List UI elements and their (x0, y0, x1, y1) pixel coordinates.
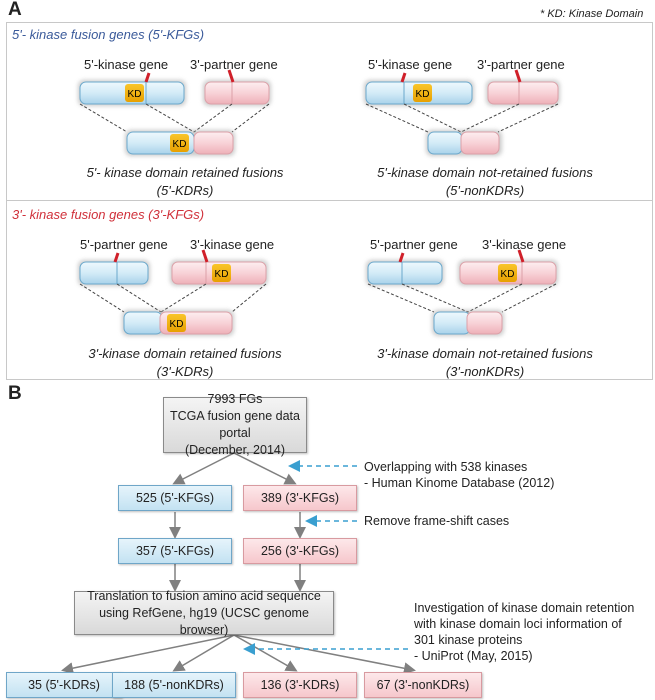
s2-right-fusion-gene (432, 310, 504, 336)
gene-fusion-diagrams: KD KD KD (78, 69, 560, 336)
s1-right-caption-line2: (5'-nonKDRs) (445, 183, 525, 198)
kd-domain-icon (167, 314, 186, 332)
kd-domain-icon (170, 134, 189, 152)
panel-b-letter: B (8, 383, 22, 404)
s1-left-caption-line1: 5'- kinase domain retained fusions (86, 165, 284, 180)
top-box-7993-fgs: 7993 FGs TCGA fusion gene data portal (D… (163, 392, 307, 457)
result-3-kdrs: 136 (3'-KDRs) (243, 672, 357, 698)
kd-domain-icon (498, 264, 517, 282)
s1-left-gene1-label: 5'-kinase gene (84, 57, 169, 72)
kinase-domain-note: * KD: Kinase Domain (540, 8, 644, 20)
s2-right-gene1-label: 5'-partner gene (370, 237, 458, 252)
s1-left-gene2-label: 3'-partner gene (190, 57, 278, 72)
step3-note-line1: Investigation of kinase domain retention (414, 601, 635, 615)
section-5-kfgs (6, 22, 653, 202)
step3-note-line4: - UniProt (May, 2015) (414, 649, 533, 663)
dashed-arrows (243, 460, 408, 655)
s1-right-caption: 5'-kinase domain not-retained fusions (5… (325, 164, 645, 200)
s2-left-gene1-label: 5'-partner gene (80, 237, 168, 252)
s1-right-fusion-gene (426, 130, 502, 156)
s1-left-kinase-gene: KD (78, 80, 186, 106)
breakpoint-icon (514, 69, 522, 83)
row1-left-box: 525 (5'-KFGs) (118, 485, 232, 511)
s2-right-caption-line2: (3'-nonKDRs) (445, 364, 525, 379)
s1-right-kinase-gene: KD (364, 72, 474, 106)
kd-label: KD (128, 89, 142, 100)
s2-right-caption-line1: 3'-kinase domain not-retained fusions (377, 346, 593, 361)
row2-left-box: 357 (5'-KFGs) (118, 538, 232, 564)
translation-box: Translation to fusion amino acid sequenc… (74, 588, 334, 637)
s2-left-caption-line2: (3'-KDRs) (156, 364, 214, 379)
s2-right-mapping-lines (367, 283, 557, 313)
row2-right-box: 256 (3'-KFGs) (243, 538, 357, 564)
kd-label: KD (170, 319, 184, 330)
result-5-nonkdrs: 188 (5'-nonKDRs) (112, 672, 236, 698)
top-box-line1: 7993 FGs (207, 392, 263, 406)
s1-left-mapping-lines (79, 103, 270, 133)
breakpoint-icon (400, 72, 407, 83)
panel-a-letter: A (8, 0, 22, 20)
s2-left-kinase-gene: KD (170, 249, 268, 286)
s2-left-caption-line1: 3'-kinase domain retained fusions (88, 346, 282, 361)
breakpoint-icon (201, 249, 209, 263)
step3-note-line2: with kinase domain loci information of (414, 617, 622, 631)
kd-domain-icon (212, 264, 231, 282)
kd-label: KD (501, 269, 515, 280)
breakpoint-icon (227, 69, 235, 83)
s1-left-caption-line2: (5'-KDRs) (156, 183, 214, 198)
kd-domain-icon (413, 84, 432, 102)
step3-note: Investigation of kinase domain retention… (414, 600, 634, 664)
top-box-line2: TCGA fusion gene data portal (170, 409, 300, 440)
breakpoint-icon (517, 249, 525, 263)
s2-right-kinase-gene: KD (458, 249, 558, 286)
breakpoint-icon (113, 252, 120, 263)
kd-domain-icon (125, 84, 144, 102)
s1-right-partner-gene (486, 69, 560, 106)
s2-right-caption: 3'-kinase domain not-retained fusions (3… (325, 345, 645, 381)
s2-right-gene2-label: 3'-kinase gene (482, 237, 567, 252)
result-5-kdrs: 35 (5'-KDRs) (6, 672, 122, 698)
translation-box-line1: Translation to fusion amino acid sequenc… (87, 588, 321, 603)
s2-left-caption: 3'-kinase domain retained fusions (3'-KD… (40, 345, 330, 381)
s2-left-fusion-gene: KD (122, 310, 234, 336)
s1-right-caption-line1: 5'-kinase domain not-retained fusions (377, 165, 593, 180)
section-3-kfgs-title: 3'- kinase fusion genes (3'-KFGs) (12, 207, 205, 222)
s2-left-gene2-label: 3'-kinase gene (190, 237, 275, 252)
step1-note-line1: Overlapping with 538 kinases (364, 460, 528, 474)
step2-note: Remove frame-shift cases (364, 514, 510, 528)
s2-left-partner-gene (78, 252, 150, 286)
step1-note-line2: - Human Kinome Database (2012) (364, 476, 555, 490)
kd-label: KD (416, 89, 430, 100)
s1-left-caption: 5'- kinase domain retained fusions (5'-K… (40, 164, 330, 200)
s1-left-fusion-gene: KD (125, 130, 235, 156)
s1-right-gene2-label: 3'-partner gene (477, 57, 565, 72)
section-5-kfgs-title: 5'- kinase fusion genes (5'-KFGs) (12, 27, 205, 42)
top-box-line3: (December, 2014) (184, 443, 286, 457)
translation-box-line2: using RefGene, hg19 (UCSC genome browser… (99, 605, 309, 637)
s2-right-partner-gene (366, 252, 444, 286)
kd-label: KD (173, 139, 187, 150)
result-3-nonkdrs: 67 (3'-nonKDRs) (364, 672, 482, 698)
kd-label: KD (215, 269, 229, 280)
s1-right-gene1-label: 5'-kinase gene (368, 57, 453, 72)
breakpoint-icon (398, 252, 405, 263)
s1-left-partner-gene (203, 69, 271, 106)
s2-left-mapping-lines (79, 283, 267, 313)
row1-right-box: 389 (3'-KFGs) (243, 485, 357, 511)
breakpoint-icon (144, 72, 151, 83)
s1-right-mapping-lines (365, 103, 559, 133)
step3-note-line3: 301 kinase proteins (414, 633, 523, 647)
step1-note: Overlapping with 538 kinases - Human Kin… (364, 459, 554, 491)
